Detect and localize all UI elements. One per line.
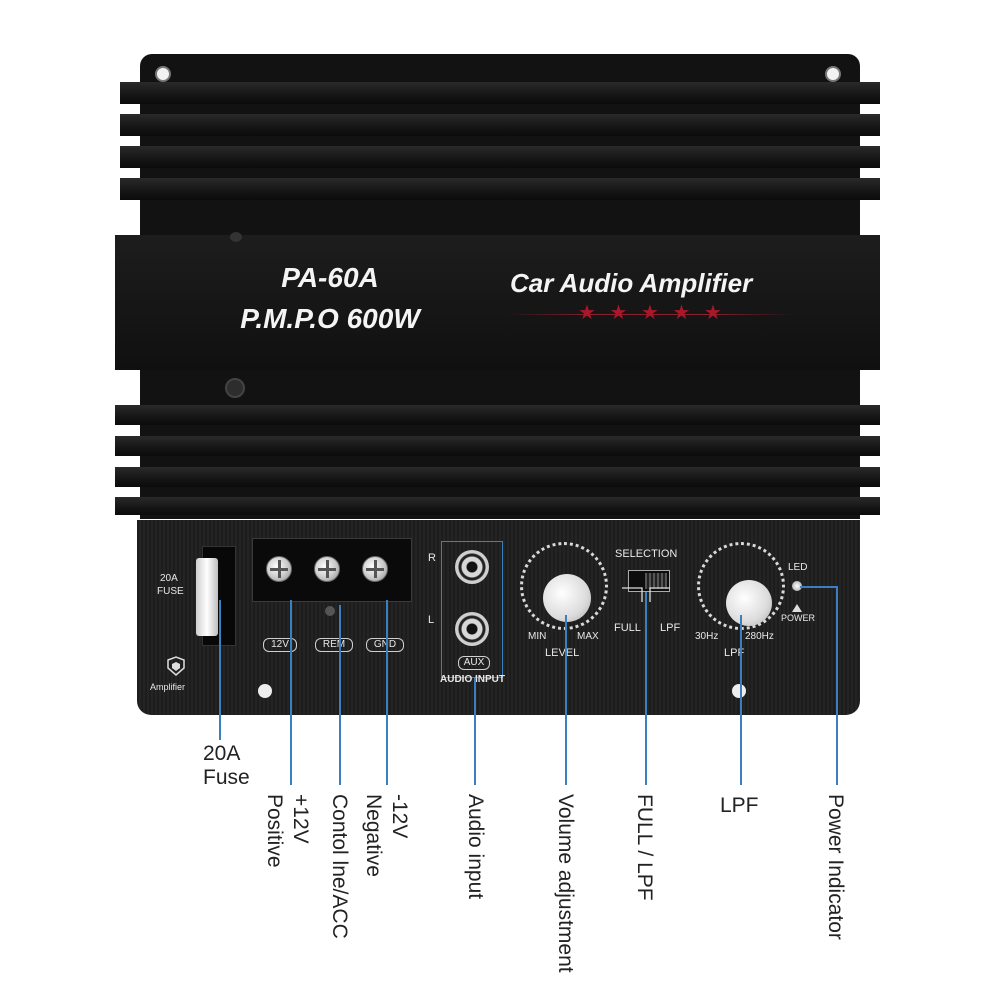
level-knob[interactable] xyxy=(543,574,591,622)
fuse-label: 20A xyxy=(160,573,178,584)
leader-line-audio xyxy=(474,678,476,785)
callout-negative-line2: Negative xyxy=(362,794,385,877)
level-min: MIN xyxy=(528,631,547,642)
callout-negative-line1: -12V xyxy=(388,794,411,839)
switch-slider[interactable] xyxy=(645,573,667,589)
callout-lpf-line1: LPF xyxy=(720,794,759,817)
callout-positive: +12V Positive xyxy=(261,794,313,914)
amplifier-logo-icon xyxy=(165,656,187,676)
callout-fuse-line1: 20A xyxy=(203,742,241,765)
fuse[interactable] xyxy=(196,558,218,636)
heatsink-fin xyxy=(120,178,880,200)
heatsink-fin xyxy=(115,467,880,487)
power-rating: P.M.P.O 600W xyxy=(240,303,420,334)
leader-line-power-horizontal xyxy=(800,586,838,588)
selection-full: FULL xyxy=(614,622,641,634)
terminal-gnd-screw[interactable] xyxy=(362,556,388,582)
stars-underline xyxy=(505,314,795,315)
rating-stars: ★ ★ ★ ★ ★ xyxy=(578,302,726,324)
led-label: LED xyxy=(788,562,808,573)
callout-power: Power Indicator xyxy=(822,794,848,974)
audio-input-label: AUDIO INPUT xyxy=(440,674,505,685)
heatsink-fin xyxy=(120,82,880,104)
mounting-hole xyxy=(732,684,746,698)
selection-switch[interactable] xyxy=(628,570,670,592)
heatsink-fin xyxy=(120,146,880,168)
callout-full-lpf: FULL / LPF xyxy=(631,794,657,934)
lpf-min: 30Hz xyxy=(695,631,719,642)
callout-power-line1: Power Indicator xyxy=(824,794,847,940)
callout-full-lpf-line1: FULL / LPF xyxy=(633,794,656,901)
selection-label: SELECTION xyxy=(615,548,678,560)
callout-audio: Audio input xyxy=(462,794,488,934)
callout-lpf: LPF xyxy=(720,794,759,818)
terminal-12v-screw[interactable] xyxy=(266,556,292,582)
leader-line-power xyxy=(836,586,838,785)
lpf-max: 280Hz xyxy=(745,631,774,642)
power-led xyxy=(792,581,802,591)
callout-positive-line2: Positive xyxy=(263,794,286,868)
model-number: PA-60A xyxy=(281,262,379,293)
callout-positive-line1: +12V xyxy=(289,794,312,844)
callout-volume: Volume adjustment xyxy=(552,794,578,994)
leader-line-negative xyxy=(386,600,388,785)
label-plate xyxy=(115,235,880,370)
mounting-hole xyxy=(258,684,272,698)
rca-channel-l: L xyxy=(428,614,435,626)
callout-fuse: 20A Fuse xyxy=(203,742,250,790)
heatsink-fin xyxy=(115,436,880,456)
filter-curve-icon xyxy=(620,584,672,604)
tag-rem: REM xyxy=(315,638,353,652)
leader-line-positive xyxy=(290,600,292,785)
triangle-up-icon xyxy=(792,599,802,612)
heatsink-fin xyxy=(115,497,880,515)
callout-control-line1: Contol lne/ACC xyxy=(328,794,351,939)
rca-channel-r: R xyxy=(428,552,436,564)
level-max: MAX xyxy=(577,631,599,642)
screw-head xyxy=(230,232,242,242)
leader-line-control xyxy=(339,605,341,785)
audio-input-highlight xyxy=(441,541,503,678)
rca-input-left[interactable] xyxy=(455,612,489,646)
mounting-hole xyxy=(825,66,841,82)
level-label: LEVEL xyxy=(545,647,580,659)
lpf-label: LPF xyxy=(724,647,745,659)
callout-control: Contol lne/ACC xyxy=(326,794,352,954)
logo-text: Amplifier xyxy=(150,682,186,692)
callout-negative: -12V Negative xyxy=(360,794,412,914)
mounting-hole xyxy=(155,66,171,82)
leader-line-fuse xyxy=(219,600,221,740)
leader-line-lpf xyxy=(740,615,742,785)
fuse-label: FUSE xyxy=(157,586,184,597)
callout-volume-line1: Volume adjustment xyxy=(554,794,577,973)
screw-head xyxy=(225,378,245,398)
brand-line: Car Audio Amplifier xyxy=(510,268,753,298)
callout-fuse-line2: Fuse xyxy=(203,766,250,789)
terminal-rem-screw[interactable] xyxy=(314,556,340,582)
tag-gnd: GND xyxy=(366,638,404,652)
level-scale-ring xyxy=(520,542,608,630)
selection-lpf: LPF xyxy=(660,622,681,634)
lpf-knob[interactable] xyxy=(726,580,772,626)
callout-audio-line1: Audio input xyxy=(464,794,487,900)
heatsink-fin xyxy=(120,114,880,136)
screw-head xyxy=(325,606,335,616)
tag-aux: AUX xyxy=(458,656,490,670)
leader-line-full-lpf xyxy=(645,592,647,785)
rca-input-right[interactable] xyxy=(455,550,489,584)
leader-line-volume xyxy=(565,615,567,785)
power-label: POWER xyxy=(781,613,816,623)
tag-12v: 12V xyxy=(263,638,297,652)
heatsink-fin xyxy=(115,405,880,425)
